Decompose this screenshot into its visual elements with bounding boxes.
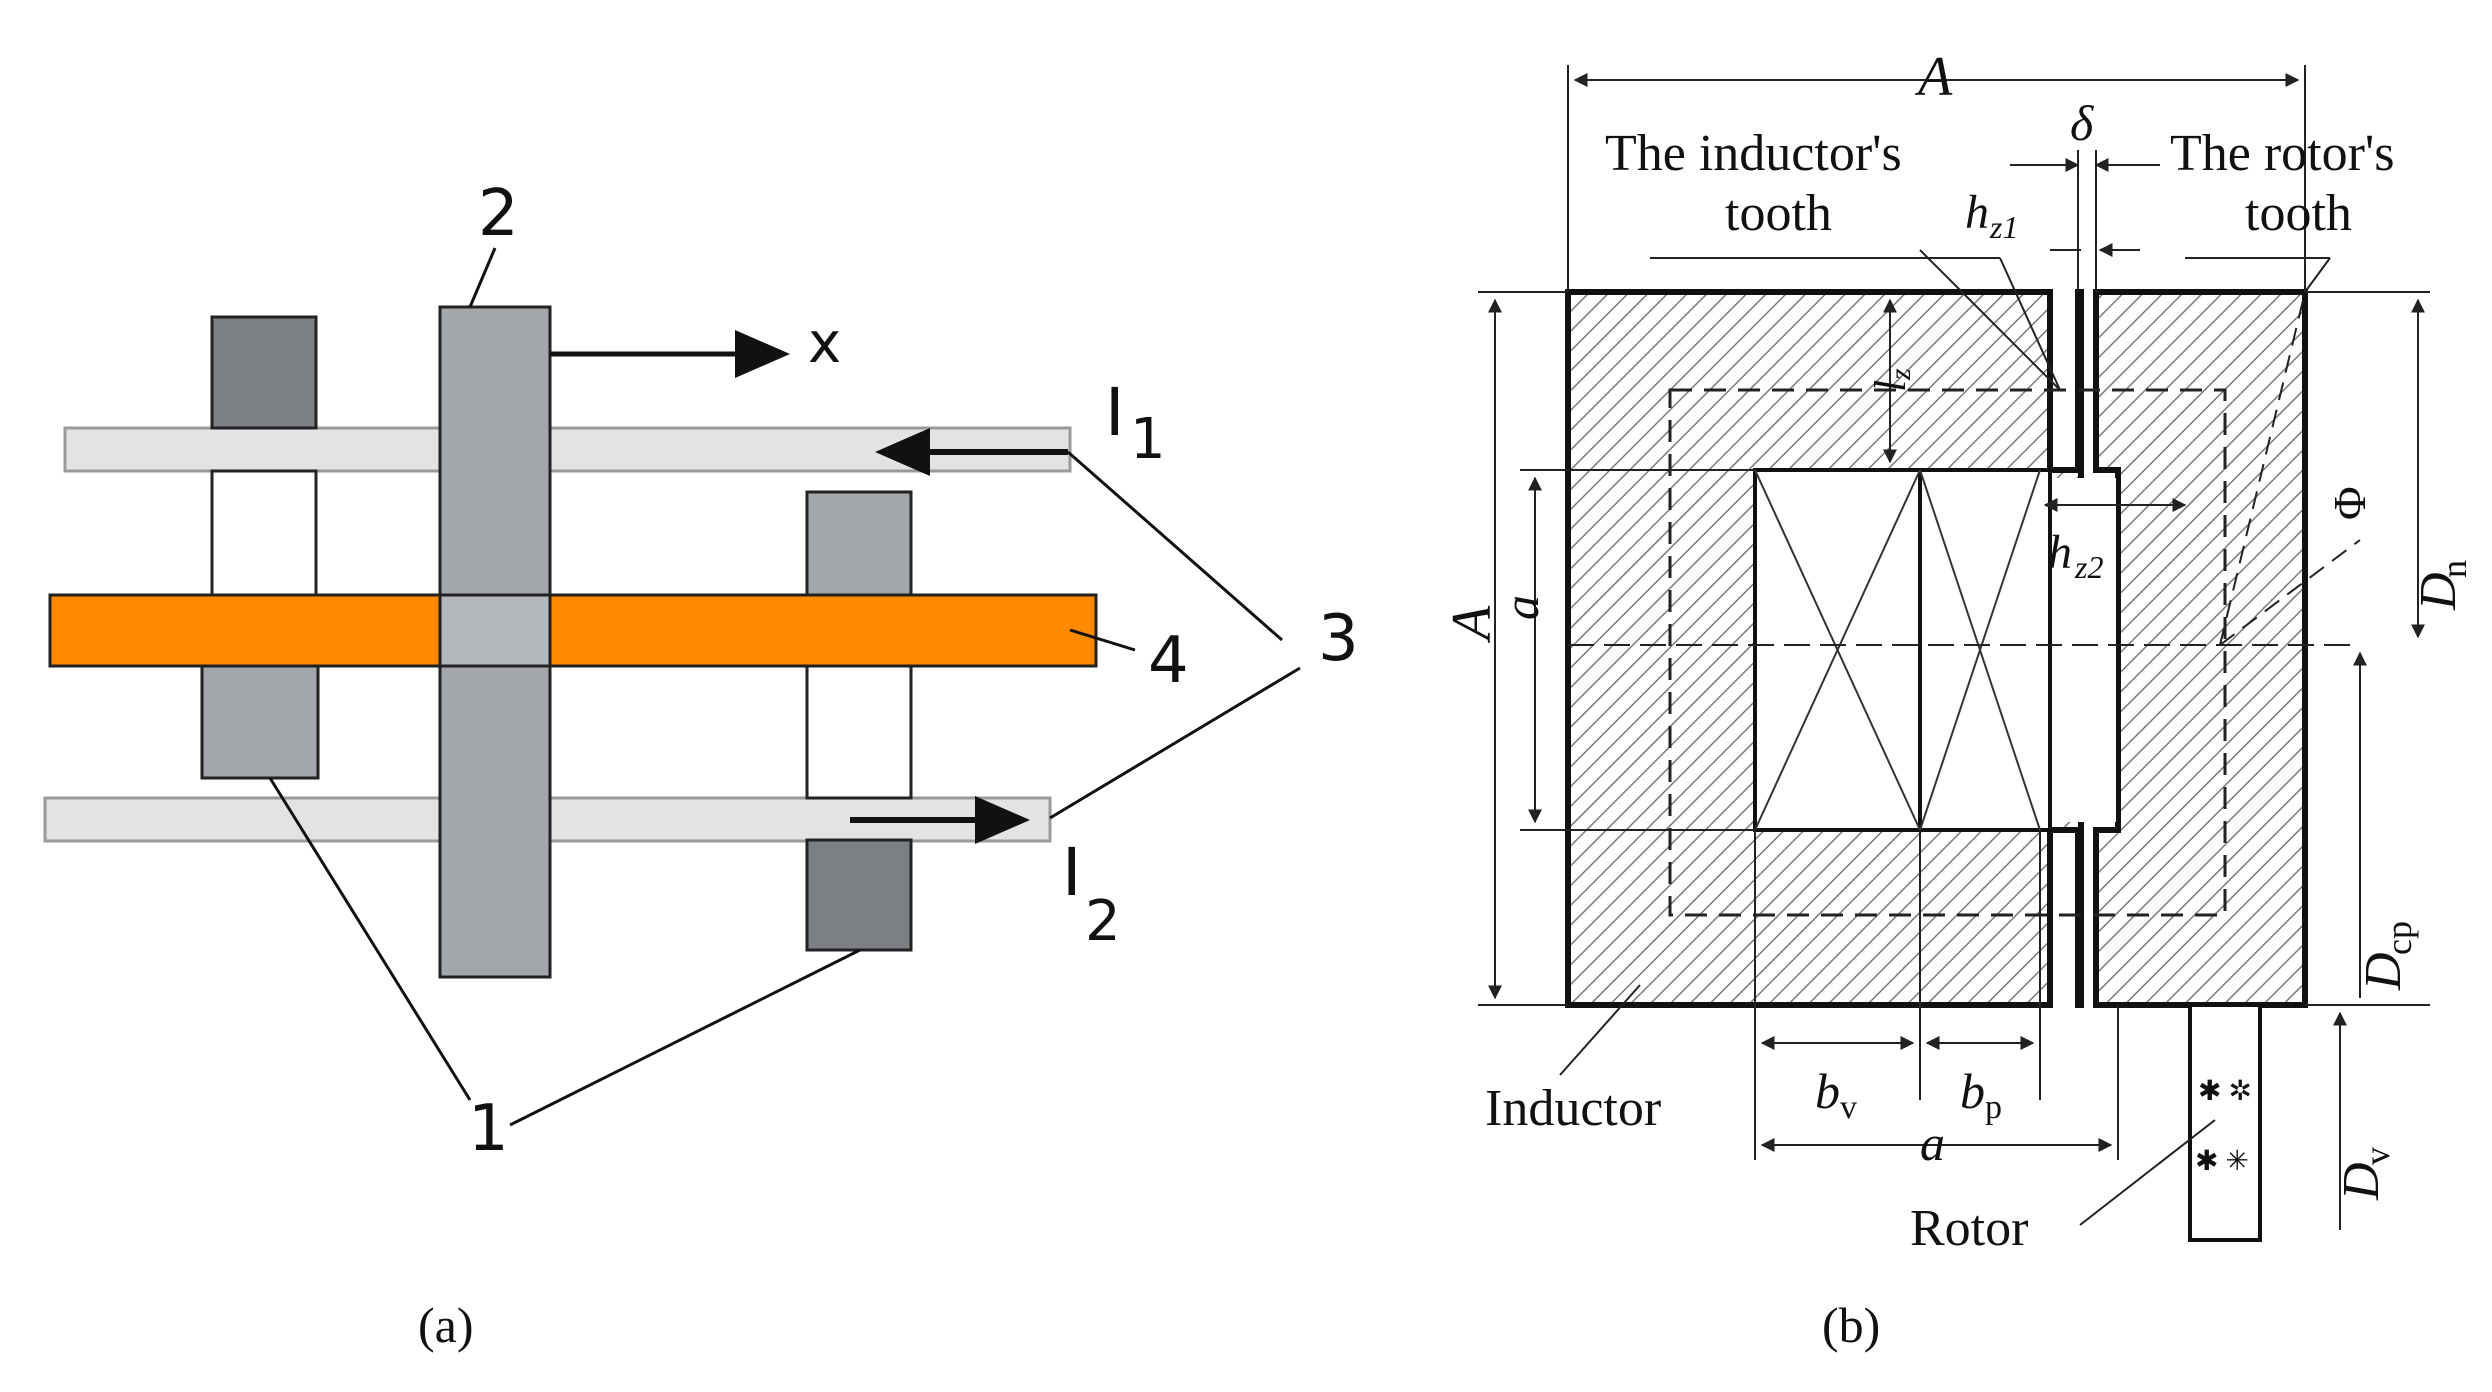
label-bp: b bbox=[1960, 1063, 1985, 1119]
leader-3a bbox=[1067, 450, 1283, 642]
panel-b: ✱ ✲ ✱ ✳ bbox=[1441, 46, 2474, 1353]
label-rotor: Rotor bbox=[1910, 1200, 2028, 1257]
label-i1-sub: 1 bbox=[1130, 407, 1166, 472]
label-inductor-tooth-2: tooth bbox=[1725, 185, 1832, 242]
leader-rotor bbox=[2079, 1119, 2216, 1226]
shaft-hatch-marks: ✱ ✲ bbox=[2198, 1076, 2252, 1107]
label-rotor-tooth-2: tooth bbox=[2245, 185, 2352, 242]
label-i2: I bbox=[1062, 834, 1081, 911]
leader-inductor bbox=[1559, 984, 1641, 1076]
label-Dn: D bbox=[2410, 572, 2467, 611]
gap-window bbox=[2050, 478, 2118, 822]
label-i2-sub: 2 bbox=[1085, 889, 1121, 954]
label-2: 2 bbox=[478, 177, 519, 251]
label-A-top: A bbox=[1914, 46, 1953, 108]
leader-2 bbox=[468, 247, 497, 308]
coil-window bbox=[1753, 468, 2052, 832]
flux-path bbox=[1668, 388, 2227, 917]
moving-block-center bbox=[438, 593, 552, 668]
label-rotor-tooth-1: The rotor's bbox=[2170, 125, 2395, 182]
label-hz2: h bbox=[2048, 526, 2072, 579]
label-hz1-sub: z1 bbox=[1989, 209, 2018, 245]
i1-arrow-head bbox=[875, 428, 930, 476]
i2-arrow-head bbox=[975, 796, 1030, 844]
orange-bar bbox=[48, 593, 1098, 668]
label-1: 1 bbox=[468, 1092, 509, 1166]
label-lz: l bbox=[1866, 380, 1915, 392]
label-Dn-sub: n bbox=[2434, 560, 2474, 578]
label-delta: δ bbox=[2070, 95, 2094, 151]
label-i1: I bbox=[1105, 374, 1124, 451]
coil-cross-2b bbox=[1919, 469, 2041, 831]
rotor-body bbox=[2093, 289, 2308, 1008]
label-4: 4 bbox=[1148, 624, 1189, 698]
right-magnet-bottom bbox=[805, 838, 913, 952]
left-magnet-top bbox=[210, 315, 318, 430]
label-a-left: a bbox=[1493, 595, 1549, 620]
leader-4 bbox=[1069, 628, 1136, 652]
label-hz1: h bbox=[1965, 186, 1989, 239]
label-bv-sub: v bbox=[1840, 1089, 1857, 1126]
label-lz-sub: z bbox=[1884, 368, 1917, 381]
label-Dv-sub: v bbox=[2357, 1147, 2397, 1165]
left-magnet-bottom bbox=[200, 664, 320, 780]
rotor-shaft bbox=[2188, 1003, 2262, 1242]
label-inductor-tooth-1: The inductor's bbox=[1605, 125, 1902, 182]
left-magnet-link bbox=[210, 469, 318, 603]
label-x: x bbox=[808, 311, 841, 376]
caption-b: (b) bbox=[1822, 1297, 1880, 1353]
label-a-bottom: a bbox=[1920, 1115, 1945, 1171]
shaft-hatch-marks-2: ✱ ✳ bbox=[2195, 1146, 2249, 1177]
label-Dv: D bbox=[2333, 1162, 2390, 1201]
caption-a: (a) bbox=[418, 1297, 474, 1353]
label-3: 3 bbox=[1318, 602, 1359, 676]
label-inductor: Inductor bbox=[1485, 1080, 1661, 1137]
phi-diagonal-2 bbox=[2219, 539, 2361, 646]
x-arrow-head bbox=[735, 330, 790, 378]
panel-a: 2 x I 1 3 4 I 2 1 (a) bbox=[43, 177, 1359, 1353]
label-Dcp-sub: cp bbox=[2379, 921, 2419, 955]
label-bv: b bbox=[1815, 1063, 1840, 1119]
tooth-diagonal bbox=[1919, 249, 2061, 391]
leader-inductor-tooth-2 bbox=[1999, 257, 2061, 391]
label-Dcp: D bbox=[2355, 952, 2412, 991]
leader-3b bbox=[1049, 666, 1301, 820]
right-magnet-link-lower bbox=[805, 659, 913, 800]
coil-cross-1b bbox=[1754, 469, 1921, 831]
label-phi: Φ bbox=[2324, 486, 2375, 520]
label-bp-sub: p bbox=[1985, 1089, 2002, 1126]
right-magnet-top bbox=[805, 490, 913, 597]
label-hz2-sub: z2 bbox=[2074, 549, 2103, 585]
leader-rotor-tooth-2 bbox=[2304, 257, 2331, 293]
label-A-left: A bbox=[1441, 605, 1503, 644]
leader-1a bbox=[268, 777, 472, 1101]
phi-diagonal bbox=[2219, 291, 2306, 646]
leader-1b bbox=[509, 948, 861, 1127]
